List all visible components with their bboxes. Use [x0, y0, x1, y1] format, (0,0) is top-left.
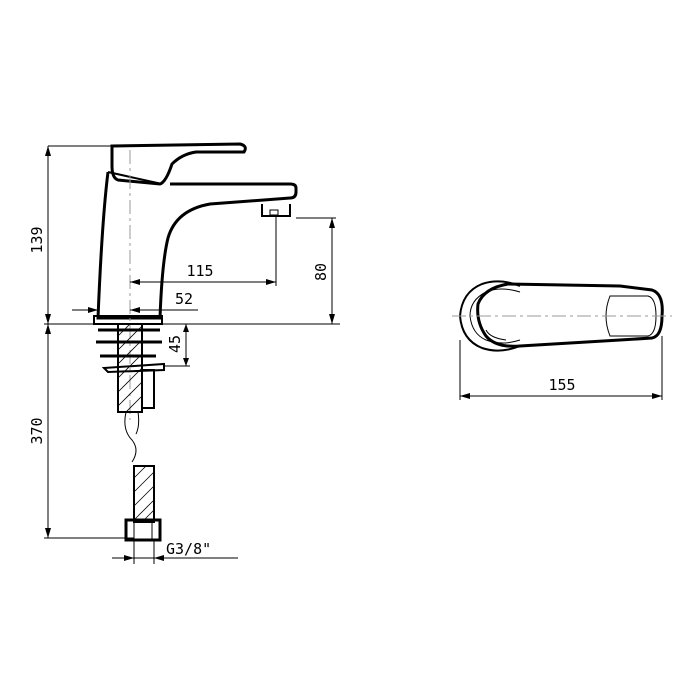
hose-lower	[133, 465, 155, 523]
side-view: 139 370 80 115 52 45	[28, 142, 340, 564]
shank-hatching	[117, 323, 143, 413]
lever-handle	[110, 142, 247, 186]
hose-break-line-2	[135, 411, 140, 435]
dim-hose-connection: G3/8"	[166, 540, 211, 558]
fixing-stud	[141, 369, 155, 409]
faucet-body	[96, 171, 298, 320]
hex-nut	[124, 518, 162, 542]
top-lever-inner	[605, 295, 657, 337]
dim-spout-height: 80	[312, 263, 330, 281]
hose-break-line	[124, 411, 137, 463]
top-lever-detail	[485, 329, 507, 341]
hose-hatching	[133, 465, 155, 523]
dim-base-offset: 52	[175, 290, 193, 308]
dim-shank-length: 45	[166, 335, 184, 353]
dim-total-height: 139	[28, 226, 46, 253]
top-lever-outline	[476, 282, 664, 348]
dim-top-length: 155	[548, 376, 575, 394]
lever-base-line	[107, 171, 163, 185]
top-view: 155	[452, 280, 672, 400]
aerator-detail	[269, 209, 279, 216]
dim-hose-length: 370	[28, 417, 46, 444]
fixing-plate	[101, 362, 165, 374]
dim-spout-reach: 115	[186, 262, 213, 280]
